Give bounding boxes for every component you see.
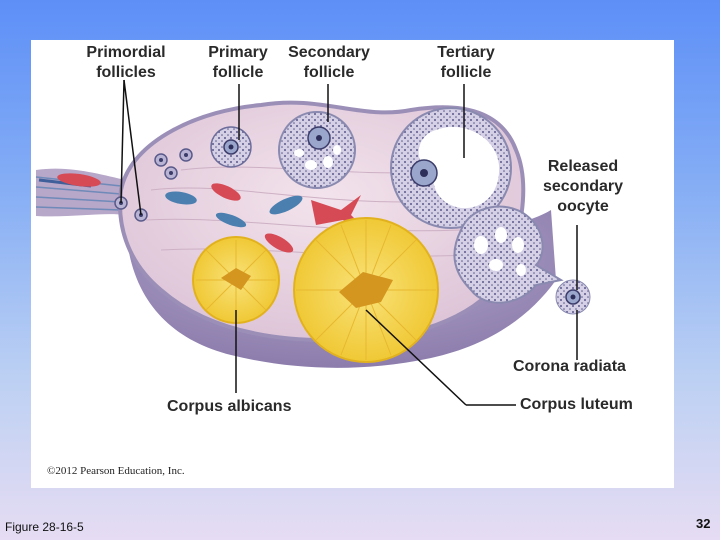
released-oocyte	[555, 279, 591, 315]
label-released-oocyte: Released secondary oocyte	[536, 157, 630, 217]
label-tertiary-follicle: Tertiary follicle	[426, 43, 506, 83]
primary-follicle	[210, 126, 252, 168]
label-line: follicle	[440, 64, 492, 81]
ovary-diagram	[35, 79, 591, 406]
leader-lines	[120, 79, 578, 406]
label-line: secondary	[542, 178, 624, 195]
secondary-follicle	[278, 111, 356, 189]
ruptured-follicle	[453, 205, 564, 304]
figure-caption: Figure 28-16-5	[5, 520, 84, 534]
copyright-notice: ©2012 Pearson Education, Inc.	[47, 465, 185, 477]
corpus-luteum	[293, 217, 439, 363]
label-line: Tertiary	[437, 44, 495, 61]
label-corpus-luteum: Corpus luteum	[520, 396, 633, 413]
label-line: follicle	[303, 64, 355, 81]
tertiary-follicle	[390, 107, 512, 229]
label-line: follicle	[212, 64, 264, 81]
label-line: Primordial	[86, 44, 166, 61]
corpus-albicans	[192, 236, 280, 324]
label-corona-radiata: Corona radiata	[513, 358, 626, 375]
label-line: Secondary	[288, 44, 370, 61]
label-line: Released	[547, 158, 619, 175]
page-number: 32	[696, 516, 711, 531]
primordial-follicles	[114, 148, 193, 222]
figure-panel: Primordial follicles Primary follicle Se…	[31, 40, 674, 488]
label-line: follicles	[96, 64, 156, 81]
label-primary-follicle: Primary follicle	[198, 43, 278, 83]
label-corpus-albicans: Corpus albicans	[167, 398, 292, 415]
label-line: oocyte	[557, 198, 609, 215]
label-primordial-follicles: Primordial follicles	[81, 43, 171, 83]
label-secondary-follicle: Secondary follicle	[281, 43, 377, 83]
label-line: Primary	[208, 44, 268, 61]
blood-vessels	[57, 173, 366, 253]
